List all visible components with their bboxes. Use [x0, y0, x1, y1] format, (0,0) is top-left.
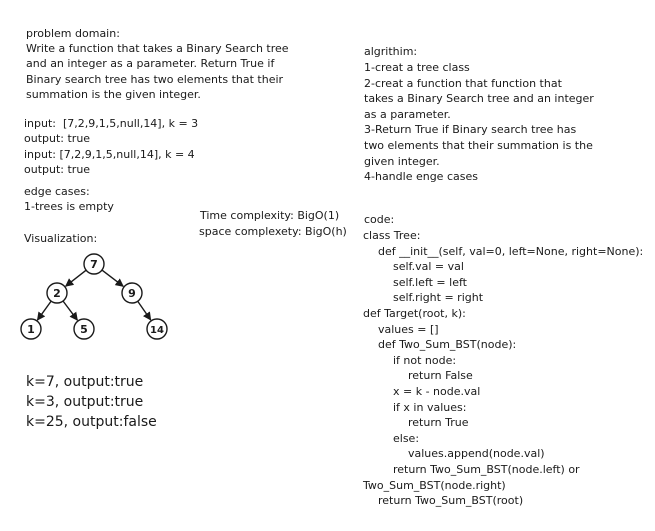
- io-line: input: [7,2,9,1,5,null,14], k = 3: [24, 117, 199, 130]
- space-complexity: space complexety: BigO(h): [199, 225, 347, 238]
- tree-node-circle: [121, 282, 143, 304]
- problem-line: and an integer as a parameter. Return Tr…: [26, 57, 275, 71]
- tree-node: 14: [146, 318, 168, 340]
- tree-node-label: 5: [80, 323, 88, 336]
- algorithm-step: 4-handle enge cases: [364, 170, 478, 184]
- algorithm-step: 2-creat a function that function that: [364, 76, 562, 90]
- result-line: k=7, output:true: [26, 374, 144, 390]
- io-line: output: true: [24, 162, 91, 176]
- tree-node: 5: [73, 318, 95, 340]
- tree-edge: [62, 300, 78, 321]
- tree-node-label: 7: [90, 258, 98, 271]
- io-line: input: [7,2,9,1,5,null,14], k = 4: [24, 147, 195, 161]
- code-line: Two_Sum_BST(node.right): [363, 478, 506, 492]
- tree-node: 1: [20, 318, 42, 340]
- code-line: return False: [408, 369, 473, 383]
- code-line: def Two_Sum_BST(node):: [378, 338, 517, 352]
- tree-node-circle: [20, 318, 42, 340]
- algorithm-step: takes a Binary Search tree and an intege…: [364, 92, 594, 106]
- tree-node-circle: [46, 282, 68, 304]
- code-line: return True: [408, 416, 469, 430]
- problem-line: summation is the given integer.: [26, 87, 201, 101]
- code-line: self.left = left: [393, 275, 467, 289]
- code-line: def Target(root, k):: [363, 307, 466, 320]
- code-label: code:: [364, 213, 395, 226]
- tree-node: 9: [121, 282, 143, 304]
- algorithm-step: 1-creat a tree class: [364, 61, 470, 74]
- tree-node-label: 1: [27, 323, 35, 336]
- result-line: k=25, output:false: [26, 414, 157, 430]
- code-line: if x in values:: [393, 400, 467, 414]
- code-line: def __init__(self, val=0, left=None, rig…: [378, 244, 644, 258]
- algorithm-label: algrithim:: [364, 45, 418, 58]
- edge-cases-label: edge cases:: [24, 185, 90, 198]
- bst-diagram: 7 2 9 1 5 14: [20, 253, 168, 340]
- tree-edge: [101, 269, 124, 287]
- code-line: x = k - node.val: [393, 385, 481, 398]
- time-complexity: Time complexity: BigO(1): [200, 209, 340, 222]
- tree-edge: [36, 300, 52, 321]
- tree-node-label: 2: [53, 287, 61, 300]
- tree-edge: [64, 269, 87, 287]
- visualization-label: Visualization:: [24, 232, 98, 245]
- tree-node-label: 9: [128, 287, 136, 300]
- algorithm-step: two elements that their summation is the: [364, 139, 593, 152]
- problem-domain-label: problem domain:: [26, 27, 120, 40]
- algorithm-step: as a parameter.: [364, 107, 451, 121]
- code-line: class Tree:: [363, 229, 421, 242]
- code-line: values.append(node.val): [408, 447, 545, 461]
- problem-line: Binary search tree has two elements that…: [26, 72, 284, 86]
- code-line: values = []: [378, 322, 439, 336]
- code-line: return Two_Sum_BST(node.left) or: [393, 463, 580, 476]
- code-line: self.right = right: [393, 291, 484, 305]
- tree-node: 7: [83, 253, 105, 275]
- tree-node-circle: [73, 318, 95, 340]
- algorithm-step: given integer.: [364, 154, 440, 168]
- tree-node-circle: [146, 318, 168, 340]
- algorithm-step: 3-Return True if Binary search tree has: [364, 123, 577, 137]
- tree-node: 2: [46, 282, 68, 304]
- problem-line: Write a function that takes a Binary Sea…: [26, 42, 289, 55]
- io-line: output: true: [24, 132, 91, 146]
- tree-node-circle: [83, 253, 105, 275]
- code-line: else:: [393, 431, 420, 445]
- result-line: k=3, output:true: [26, 394, 144, 410]
- edge-case-line: 1-trees is empty: [24, 200, 114, 213]
- code-line: self.val = val: [393, 260, 464, 274]
- code-line: if not node:: [393, 353, 457, 367]
- tree-node-label: 14: [150, 325, 164, 336]
- code-line: return Two_Sum_BST(root): [378, 494, 524, 508]
- tree-edge: [137, 300, 152, 321]
